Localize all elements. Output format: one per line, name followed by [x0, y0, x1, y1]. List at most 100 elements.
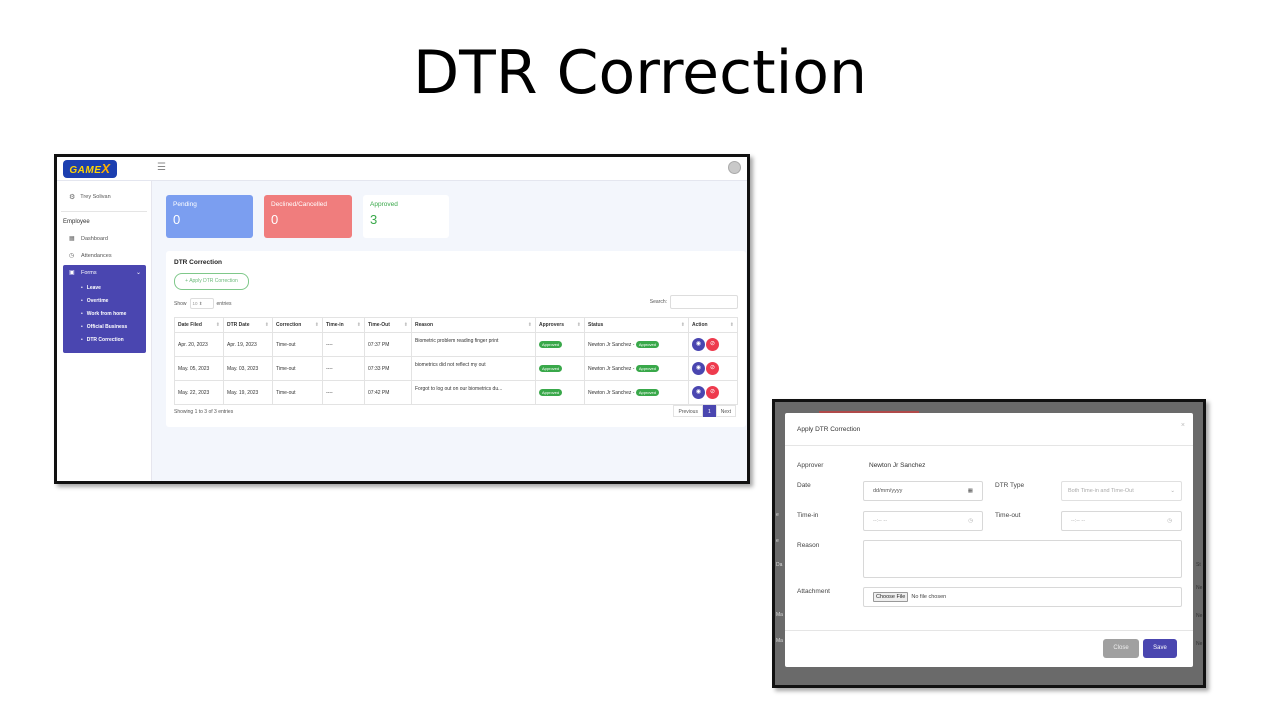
sidebar: ⚙ Trey Solivan Employee ▦ Dashboard ◷ At… — [57, 181, 152, 481]
sidebar-subitem-leave[interactable]: Leave — [81, 285, 101, 291]
column-header[interactable]: Action⬍ — [688, 317, 738, 333]
cancel-button[interactable]: ⊘ — [706, 386, 719, 399]
time-out-label: Time-out — [995, 512, 1021, 519]
close-button[interactable]: Close — [1103, 639, 1139, 658]
eye-icon: ◉ — [695, 389, 702, 395]
search-input[interactable] — [670, 295, 738, 309]
background-strip — [819, 411, 919, 414]
chevron-down-icon: ⌄ — [1170, 488, 1175, 494]
status-badge: Approved — [635, 341, 659, 348]
status-badge: Approved — [635, 389, 659, 396]
column-header[interactable]: DTR Date⬍ — [223, 317, 273, 333]
close-icon[interactable]: × — [1180, 422, 1185, 429]
dtr-panel: DTR Correction + Apply DTR Correction Sh… — [166, 251, 746, 427]
save-button[interactable]: Save — [1143, 639, 1177, 658]
time-in-input[interactable]: --:-- -- ◷ — [863, 511, 983, 531]
hamburger-icon[interactable]: ☰ — [157, 162, 166, 173]
eye-icon: ◉ — [695, 365, 702, 371]
sidebar-user[interactable]: ⚙ Trey Solivan — [69, 194, 111, 201]
avatar[interactable] — [728, 161, 741, 174]
file-status: No file chosen — [911, 594, 947, 600]
app-logo[interactable]: GAMEX — [63, 160, 117, 178]
column-header[interactable]: Date Filed⬍ — [174, 317, 224, 333]
date-label: Date — [797, 482, 811, 489]
status-badge: Approved — [539, 365, 563, 372]
panel-title: DTR Correction — [174, 259, 223, 266]
entries-info: Showing 1 to 3 of 3 entries — [174, 409, 234, 415]
apply-dtr-correction-modal: Apply DTR Correction × Approver Newton J… — [785, 413, 1193, 667]
column-header[interactable]: Reason⬍ — [411, 317, 536, 333]
divider — [785, 630, 1193, 631]
cancel-button[interactable]: ⊘ — [706, 362, 719, 375]
dtr-type-select[interactable]: Both Time-in and Time-Out ⌄ — [1061, 481, 1182, 501]
approver-label: Approver — [797, 462, 824, 469]
calendar-icon: ▣ — [69, 270, 75, 276]
column-header[interactable]: Correction⬍ — [272, 317, 323, 333]
top-bar: GAMEX ☰ — [57, 157, 747, 181]
sidebar-subitem-overtime[interactable]: Overtime — [81, 298, 109, 304]
forms-header[interactable]: ▣ Forms ⌄ — [69, 269, 141, 277]
pagination: Previous 1 Next — [673, 405, 736, 417]
pending-card: Pending 0 — [166, 195, 253, 238]
sidebar-item-dashboard[interactable]: ▦ Dashboard — [69, 235, 108, 243]
dtr-table: Date Filed⬍ DTR Date⬍ Correction⬍ Time-i… — [174, 317, 738, 405]
declined-count: 0 — [271, 212, 279, 227]
calendar-icon[interactable]: ▦ — [967, 488, 973, 494]
attachment-label: Attachment — [797, 588, 830, 595]
ban-icon: ⊘ — [709, 365, 716, 371]
clock-icon[interactable]: ◷ — [968, 518, 973, 524]
ban-icon: ⊘ — [709, 341, 716, 347]
previous-button[interactable]: Previous — [673, 405, 703, 417]
sidebar-subitem-official-business[interactable]: Official Business — [81, 324, 128, 330]
cancel-button[interactable]: ⊘ — [706, 338, 719, 351]
clock-icon: ◷ — [69, 253, 75, 259]
attachment-input[interactable]: Choose File No file chosen — [863, 587, 1182, 607]
pending-count: 0 — [173, 212, 181, 227]
date-input[interactable]: dd/mm/yyyy ▦ — [863, 481, 983, 501]
status-badge: Approved — [539, 341, 563, 348]
dtr-type-label: DTR Type — [995, 482, 1025, 489]
gear-icon: ⚙ — [69, 194, 76, 201]
declined-card: Declined/Cancelled 0 — [264, 195, 352, 238]
approved-count: 3 — [370, 212, 378, 227]
view-button[interactable]: ◉ — [692, 362, 705, 375]
search-row: Search: — [650, 295, 738, 309]
approved-card: Approved 3 — [363, 195, 449, 238]
sidebar-item-forms[interactable]: ▣ Forms ⌄ Leave Overtime Work from home … — [63, 265, 146, 353]
slide-title: DTR Correction — [412, 38, 867, 108]
choose-file-button[interactable]: Choose File — [873, 592, 909, 602]
approver-value: Newton Jr Sanchez — [869, 462, 926, 469]
ban-icon: ⊘ — [709, 389, 716, 395]
divider — [61, 211, 147, 212]
time-in-label: Time-in — [797, 512, 819, 519]
column-header[interactable]: Status⬍ — [584, 317, 689, 333]
column-header[interactable]: Time-in⬍ — [322, 317, 365, 333]
apply-dtr-correction-button[interactable]: + Apply DTR Correction — [174, 273, 249, 290]
dtr-list-screenshot: GAMEX ☰ ⚙ Trey Solivan Employee ▦ Dashbo… — [54, 154, 750, 484]
apply-dtr-modal-screenshot: e e Da Ma Ma St Ne Ne Ne Apply DTR Corre… — [772, 399, 1206, 688]
page-1-button[interactable]: 1 — [702, 405, 716, 417]
column-header[interactable]: Time-Out⬍ — [364, 317, 412, 333]
divider — [785, 445, 1193, 446]
sidebar-section-label: Employee — [63, 219, 90, 225]
status-badge: Approved — [539, 389, 563, 396]
table-header-row: Date Filed⬍ DTR Date⬍ Correction⬍ Time-i… — [174, 317, 738, 333]
show-entries: Show 10 ⬍ entries — [174, 298, 232, 309]
reason-label: Reason — [797, 542, 820, 549]
reason-textarea[interactable] — [863, 540, 1182, 578]
view-button[interactable]: ◉ — [692, 386, 705, 399]
grid-icon: ▦ — [69, 236, 75, 242]
clock-icon[interactable]: ◷ — [1167, 518, 1172, 524]
column-header[interactable]: Approvers⬍ — [535, 317, 585, 333]
table-row: Apr. 20, 2023 Apr. 19, 2023 Time-out ---… — [174, 332, 738, 357]
entries-select[interactable]: 10 ⬍ — [189, 298, 214, 309]
sidebar-item-attendances[interactable]: ◷ Attendances — [69, 252, 112, 260]
sidebar-subitem-wfh[interactable]: Work from home — [81, 311, 127, 317]
chevron-down-icon: ⌄ — [135, 270, 141, 276]
next-button[interactable]: Next — [715, 405, 736, 417]
view-button[interactable]: ◉ — [692, 338, 705, 351]
modal-title: Apply DTR Correction — [797, 426, 861, 433]
time-out-input[interactable]: --:-- -- ◷ — [1061, 511, 1182, 531]
sidebar-subitem-dtr-correction[interactable]: DTR Correction — [81, 337, 124, 343]
